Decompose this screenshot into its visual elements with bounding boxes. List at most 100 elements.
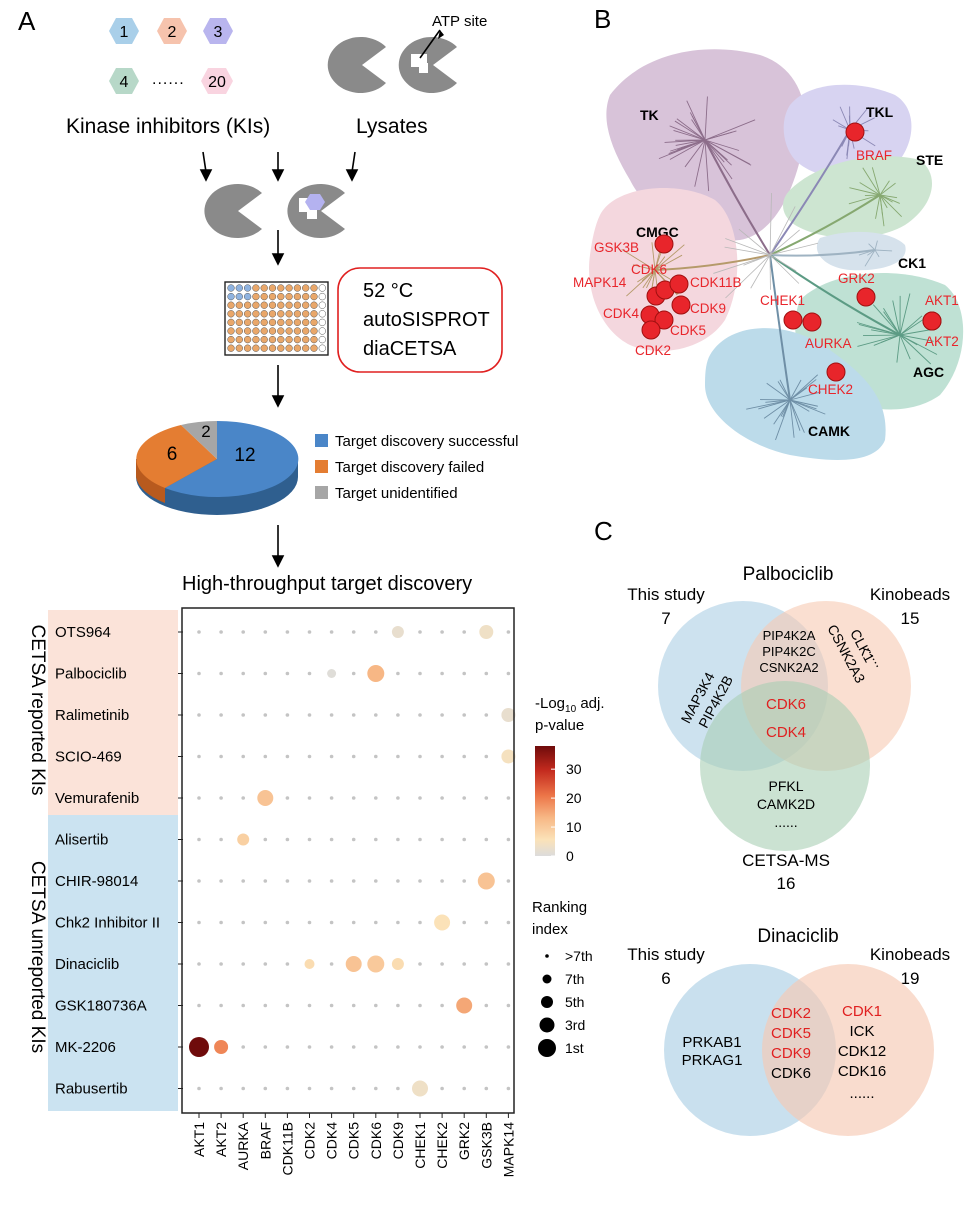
venn-dina-overlap-1: CDK2 [771,1005,811,1022]
tree-branch [766,382,791,401]
kinase-inhibitors-label: Kinase inhibitors (KIs) [66,115,270,138]
background-dot [263,962,268,966]
background-dot [285,796,290,800]
well [285,292,293,301]
well [302,301,310,309]
background-dot [506,796,511,800]
size-legend-title: Ranking [532,899,587,916]
tree-branch [621,248,656,271]
venn-dina-left-item-2: PRKAG1 [682,1052,743,1069]
background-dot [329,879,334,883]
well [318,284,326,292]
background-dot [219,1003,223,1008]
venn-dina-overlap-2: CDK5 [771,1025,811,1042]
venn-palbo-lr-item-1: PIP4K2A [763,628,816,643]
pie-value-successful: 12 [234,445,255,466]
background-dot [418,713,422,717]
venn-palbo-circle-bottom [700,681,870,851]
well [318,301,326,309]
column-label: CDK2 [302,1122,318,1160]
background-dot [219,754,223,759]
well [243,301,252,309]
tree-branch [872,304,901,336]
data-point [327,669,337,678]
pie-value-failed: 6 [167,444,178,465]
atp-arrowhead [438,30,444,39]
well [268,301,277,309]
atp-site-label: ATP site [432,13,487,30]
background-dot [418,920,422,925]
venn-dina-right-item-2: ICK [849,1023,874,1040]
method-temperature: 52 °C [363,280,413,302]
background-dot [329,837,334,842]
family-label-camk: CAMK [808,423,850,439]
venn-palbociclib: Palbociclib This study 7 Kinobeads 15 MA… [627,564,950,893]
legend-swatch-failed [315,460,328,473]
tree-branch [750,254,771,289]
venn-dina-overlap-3: CDK9 [771,1045,811,1062]
background-dot [263,630,268,634]
well [302,335,310,344]
pie-chart: 12 6 2 [136,420,299,515]
background-dot [197,671,201,676]
well [260,318,268,327]
row-label: Alisertib [55,832,108,849]
background-dot [219,713,223,717]
method-sisprot: autoSISPROT [363,309,490,331]
dotplot-title: High-throughput target discovery [182,573,472,595]
background-dot [307,713,312,717]
venn-dina-right-item-5: ...... [849,1085,874,1102]
tree-branch [769,242,819,256]
column-label: CDK5 [346,1122,362,1160]
background-dot [351,1045,356,1049]
tree-branch [874,240,878,251]
svg-text:3: 3 [214,24,223,41]
background-dot [374,879,378,883]
background-dot [197,879,201,883]
well [243,344,252,352]
well [285,301,293,309]
kinase-label: CHEK2 [808,382,853,397]
legend-label-successful: Target discovery successful [335,433,518,450]
background-dot [241,962,245,966]
venn-palbo-left-count: 7 [661,609,670,628]
background-dot [462,754,467,759]
background-dot [506,671,511,676]
kinase-dot [641,320,661,340]
color-bar-tick-label: 0 [566,848,574,864]
background-dot [263,1086,268,1091]
well [235,310,243,318]
well [227,327,235,335]
venn-dina-left-item-1: PRKAB1 [682,1034,741,1051]
well [318,292,326,301]
background-dot [285,671,290,676]
legend-label-failed: Target discovery failed [335,459,484,476]
color-bar-tick-label: 30 [566,761,582,777]
background-dot [307,837,312,842]
tree-trunk [769,129,851,256]
method-box [337,267,503,373]
tree-branch [704,130,737,141]
background-dot [374,1045,378,1049]
well [302,310,310,318]
tree-branch [899,334,911,360]
background-dot [440,837,444,842]
background-dot [263,754,268,759]
well [293,301,302,309]
well [227,318,235,327]
venn-palbo-title: Palbociclib [743,564,834,585]
row-label: CHIR-98014 [55,873,138,890]
well [268,284,277,292]
venn-palbo-center-1: CDK6 [766,696,806,713]
background-dot [462,1086,467,1091]
tree-branch [856,322,901,336]
tree-branch [879,194,900,204]
well [293,344,302,352]
background-dot [418,837,422,842]
venn-dina-right-title: Kinobeads [870,945,950,964]
dotplot: OTS964PalbociclibRalimetinibSCIO-469Vemu… [55,624,516,1177]
well [302,292,310,301]
tree-trunk [769,254,791,401]
well [293,284,302,292]
